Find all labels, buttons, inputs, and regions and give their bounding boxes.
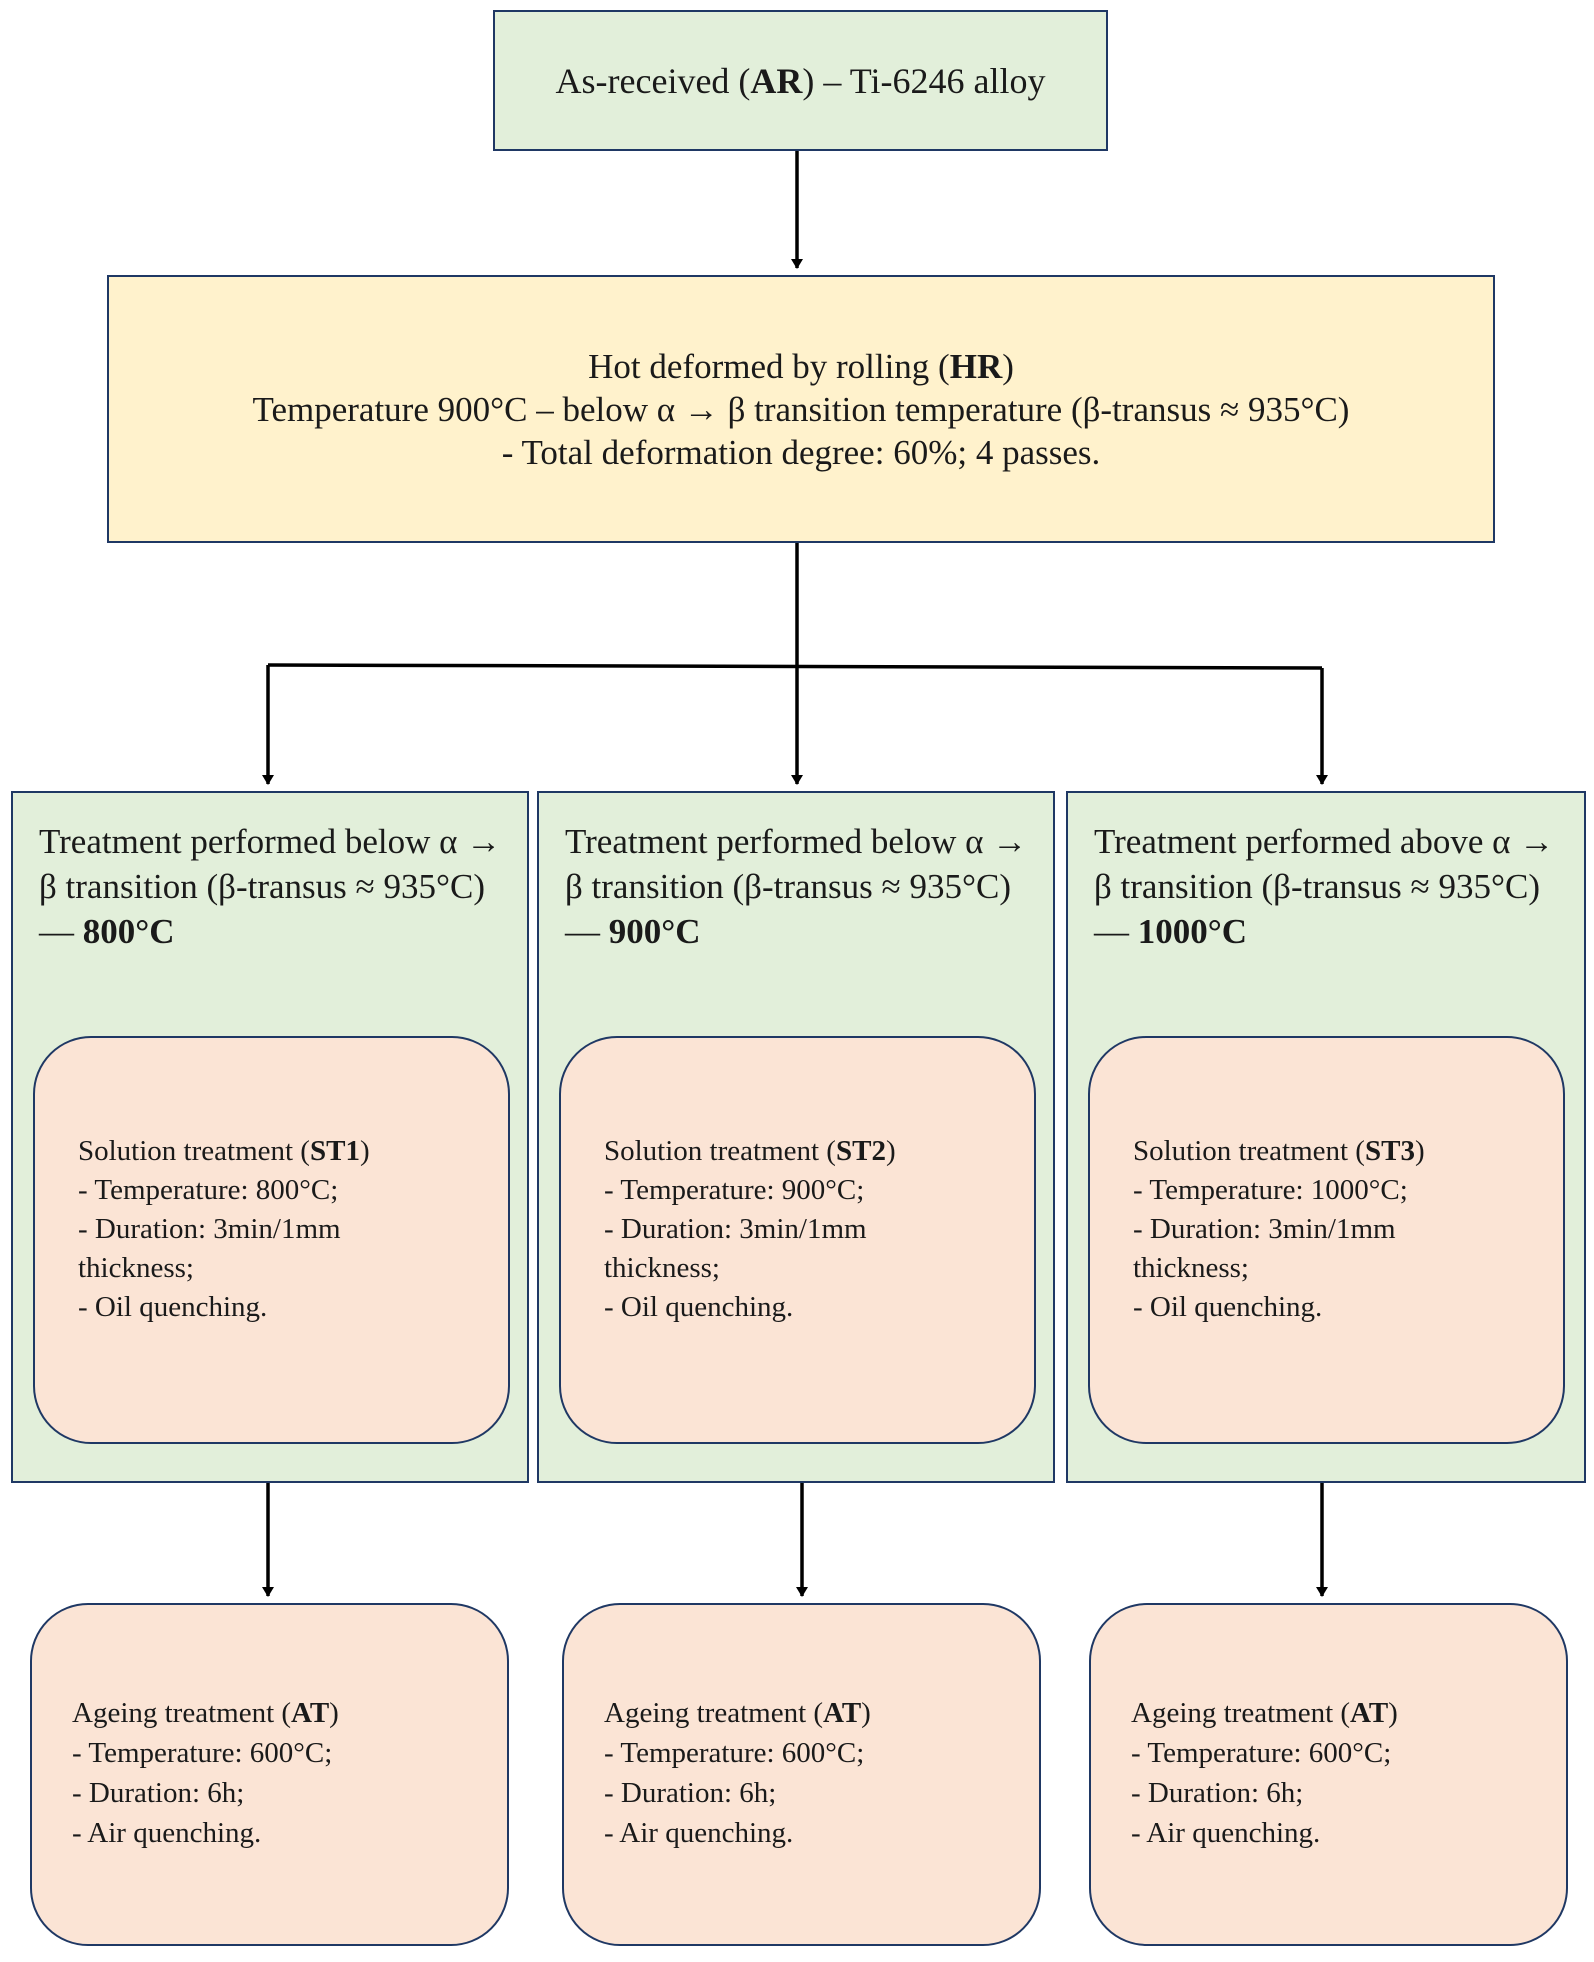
solution-treatment-st3: Solution treatment (ST3) - Temperature: … xyxy=(1088,1036,1565,1444)
ageing-title: Ageing treatment (AT) xyxy=(72,1697,339,1729)
solution-duration: - Duration: 3min/1mm thickness; xyxy=(78,1212,341,1284)
as-received-label: As-received (AR) – Ti-6246 alloy xyxy=(555,60,1046,101)
solution-treatment-st2: Solution treatment (ST2) - Temperature: … xyxy=(559,1036,1036,1444)
ageing-quenching: - Air quenching. xyxy=(72,1817,262,1849)
branch-heading: Treatment performed below α → β transiti… xyxy=(565,822,1028,951)
ageing-title: Ageing treatment (AT) xyxy=(604,1697,871,1729)
ageing-quenching: - Air quenching. xyxy=(1131,1817,1321,1849)
branch-heading: Treatment performed below α → β transiti… xyxy=(39,822,502,951)
solution-temperature: - Temperature: 1000°C; xyxy=(1133,1173,1408,1206)
solution-temperature: - Temperature: 800°C; xyxy=(78,1173,339,1206)
ageing-treatment-box-3: Ageing treatment (AT) - Temperature: 600… xyxy=(1089,1603,1568,1946)
solution-duration: - Duration: 3min/1mm thickness; xyxy=(1133,1212,1396,1284)
ageing-temperature: - Temperature: 600°C; xyxy=(1131,1737,1392,1769)
hot-rolling-box: Hot deformed by rolling (HR) Temperature… xyxy=(107,275,1495,543)
ageing-duration: - Duration: 6h; xyxy=(72,1777,245,1809)
ageing-title: Ageing treatment (AT) xyxy=(1131,1697,1398,1729)
ageing-duration: - Duration: 6h; xyxy=(1131,1777,1304,1809)
solution-title: Solution treatment (ST1) xyxy=(78,1134,370,1167)
connector-branch-bar xyxy=(267,663,1323,670)
solution-temperature: - Temperature: 900°C; xyxy=(604,1173,865,1206)
solution-quenching: - Oil quenching. xyxy=(1133,1290,1323,1323)
solution-quenching: - Oil quenching. xyxy=(78,1290,268,1323)
hot-rolling-deformation: - Total deformation degree: 60%; 4 passe… xyxy=(501,432,1101,472)
solution-title: Solution treatment (ST2) xyxy=(604,1134,896,1167)
ageing-treatment-box-2: Ageing treatment (AT) - Temperature: 600… xyxy=(562,1603,1041,1946)
ageing-temperature: - Temperature: 600°C; xyxy=(604,1737,865,1769)
branch-heading: Treatment performed above α → β transiti… xyxy=(1094,822,1555,951)
solution-treatment-st1: Solution treatment (ST1) - Temperature: … xyxy=(33,1036,510,1444)
solution-title: Solution treatment (ST3) xyxy=(1133,1134,1425,1167)
branch-box-900: Treatment performed below α → β transiti… xyxy=(537,791,1055,1483)
ageing-treatment-box-1: Ageing treatment (AT) - Temperature: 600… xyxy=(30,1603,509,1946)
solution-quenching: - Oil quenching. xyxy=(604,1290,794,1323)
solution-duration: - Duration: 3min/1mm thickness; xyxy=(604,1212,867,1284)
ageing-temperature: - Temperature: 600°C; xyxy=(72,1737,333,1769)
branch-box-800: Treatment performed below α → β transiti… xyxy=(11,791,529,1483)
branch-box-1000: Treatment performed above α → β transiti… xyxy=(1066,791,1586,1483)
hot-rolling-title: Hot deformed by rolling (HR) xyxy=(588,346,1014,386)
as-received-box: As-received (AR) – Ti-6246 alloy xyxy=(493,10,1108,151)
hot-rolling-temperature: Temperature 900°C – below α → β transiti… xyxy=(252,389,1350,429)
ageing-duration: - Duration: 6h; xyxy=(604,1777,777,1809)
ageing-quenching: - Air quenching. xyxy=(604,1817,794,1849)
